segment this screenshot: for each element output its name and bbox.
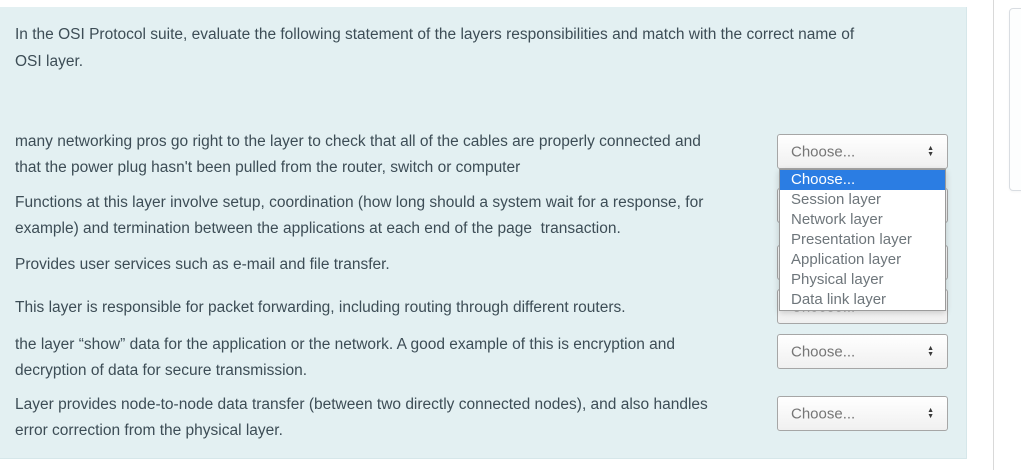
page-divider — [993, 0, 994, 470]
dropdown-option-data-link-layer[interactable]: Data link layer — [791, 291, 887, 308]
side-panel-card — [1009, 8, 1021, 191]
up-down-arrows-icon: ▲ ▼ — [927, 144, 934, 158]
arrow-up-icon: ▲ — [927, 344, 934, 352]
statement-line: example) and termination between the app… — [15, 220, 621, 237]
select-value: Choose... — [791, 405, 856, 422]
arrow-down-icon: ▼ — [927, 350, 934, 358]
arrow-down-icon: ▼ — [927, 412, 934, 420]
statement-line: decryption of data for secure transmissi… — [15, 362, 308, 379]
osi-layer-select-6[interactable]: Choose... ▲ ▼ — [777, 396, 948, 431]
statement-session-layer: Functions at this layer involve setup, c… — [15, 190, 703, 242]
statement-line: many networking pros go right to the lay… — [15, 133, 701, 150]
osi-layer-dropdown-menu: Choose... Session layer Network layer Pr… — [779, 169, 946, 311]
osi-layer-select-5[interactable]: Choose... ▲ ▼ — [777, 334, 948, 369]
arrow-up-icon: ▲ — [927, 144, 934, 152]
dropdown-option-application-layer[interactable]: Application layer — [791, 251, 902, 268]
select-value: Choose... — [791, 143, 856, 160]
statement-line: the layer “show” data for the applicatio… — [15, 336, 675, 353]
up-down-arrows-icon: ▲ ▼ — [927, 344, 934, 358]
select-value: Choose... — [791, 343, 856, 360]
dropdown-option-physical-layer[interactable]: Physical layer — [791, 271, 884, 288]
dropdown-option-choose[interactable]: Choose... — [780, 170, 945, 190]
up-down-arrows-icon: ▲ ▼ — [927, 406, 934, 420]
arrow-up-icon: ▲ — [927, 406, 934, 414]
dropdown-option-network-layer[interactable]: Network layer — [791, 211, 883, 228]
statement-presentation-layer: the layer “show” data for the applicatio… — [15, 332, 675, 384]
dropdown-option-session-layer[interactable]: Session layer — [791, 191, 882, 208]
statement-line: Provides user services such as e-mail an… — [15, 256, 390, 273]
statement-line: Functions at this layer involve setup, c… — [15, 194, 704, 211]
arrow-down-icon: ▼ — [927, 150, 934, 158]
statement-network-layer: This layer is responsible for packet for… — [15, 295, 626, 321]
question-prompt: In the OSI Protocol suite, evaluate the … — [15, 21, 854, 75]
statement-line: that the power plug hasn't been pulled f… — [15, 159, 521, 176]
statement-data-link-layer: Layer provides node-to-node data transfe… — [15, 392, 708, 444]
statement-line: This layer is responsible for packet for… — [15, 299, 626, 316]
statement-physical-layer: many networking pros go right to the lay… — [15, 129, 701, 181]
question-prompt-line: OSI layer. — [15, 53, 84, 70]
statement-line: Layer provides node-to-node data transfe… — [15, 396, 708, 413]
osi-layer-select-1[interactable]: Choose... ▲ ▼ — [777, 134, 948, 169]
dropdown-option-presentation-layer[interactable]: Presentation layer — [791, 231, 912, 248]
statement-line: error correction from the physical layer… — [15, 422, 283, 439]
question-prompt-line: In the OSI Protocol suite, evaluate the … — [15, 26, 855, 43]
statement-application-layer: Provides user services such as e-mail an… — [15, 252, 390, 278]
